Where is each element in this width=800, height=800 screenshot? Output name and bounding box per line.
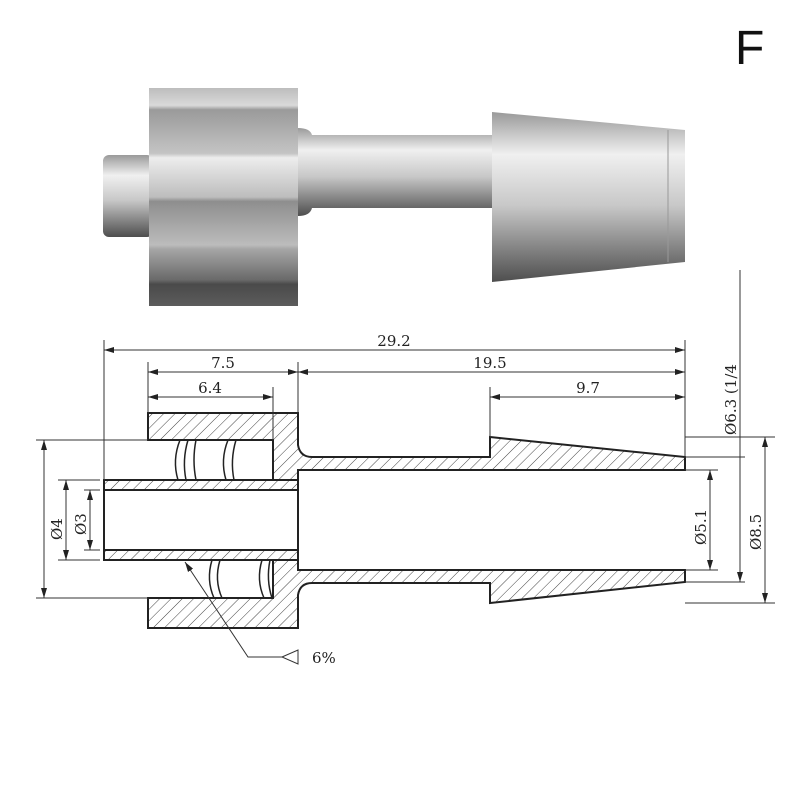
dim-barb-length: 19.5 [473,354,506,372]
dim-dia-bore: Ø5.1 [692,509,710,545]
dim-dia-barb: Ø8.5 [747,514,765,550]
dim-taper-length: 9.7 [576,379,600,397]
thread-profile [174,439,273,599]
dim-dia-tip-outer: Ø4 [48,518,66,540]
dim-thread-length: 6.4 [198,379,222,397]
section-view [103,412,686,629]
dim-hub-length: 7.5 [211,354,235,372]
dim-overall-length: 29.2 [377,332,410,350]
part-render [103,88,685,306]
dim-dia-stem: Ø6.3 (1/4 [722,364,740,435]
dim-dia-tip-inner: Ø3 [72,513,90,535]
corner-label: F [735,22,764,75]
taper-label: 6% [312,649,336,667]
dimension-lines [36,270,775,665]
